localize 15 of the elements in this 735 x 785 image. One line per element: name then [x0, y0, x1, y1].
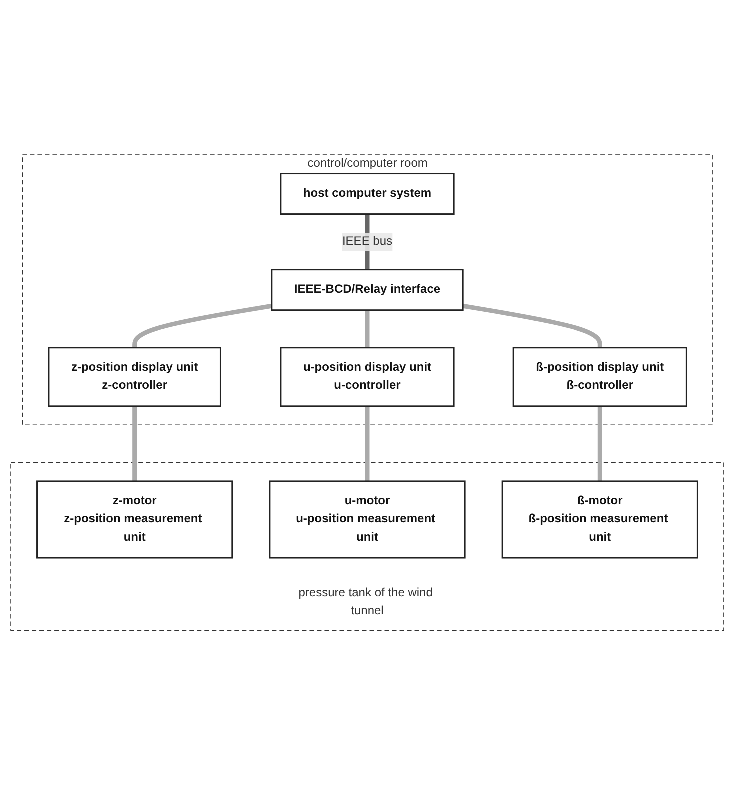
node-box: host computer system: [280, 172, 455, 215]
connector: [462, 304, 602, 348]
node-box: ß-motor ß-position measurement unit: [502, 480, 698, 558]
connector: [365, 406, 370, 482]
connector: [598, 406, 602, 482]
connector: [132, 304, 272, 348]
node-box: z-position display unit z-controller: [48, 346, 222, 407]
node-box: IEEE-BCD/Relay interface: [271, 268, 464, 311]
node-box: u-position display unit u-controller: [280, 346, 455, 407]
connector: [365, 310, 370, 348]
node-box: u-motor u-position measurement unit: [269, 480, 466, 558]
connector: [132, 406, 138, 482]
node-box: z-motor z-position measurement unit: [36, 480, 234, 558]
node-box: ß-position display unit ß-controller: [512, 346, 688, 407]
edge-label: IEEE bus: [342, 234, 393, 248]
